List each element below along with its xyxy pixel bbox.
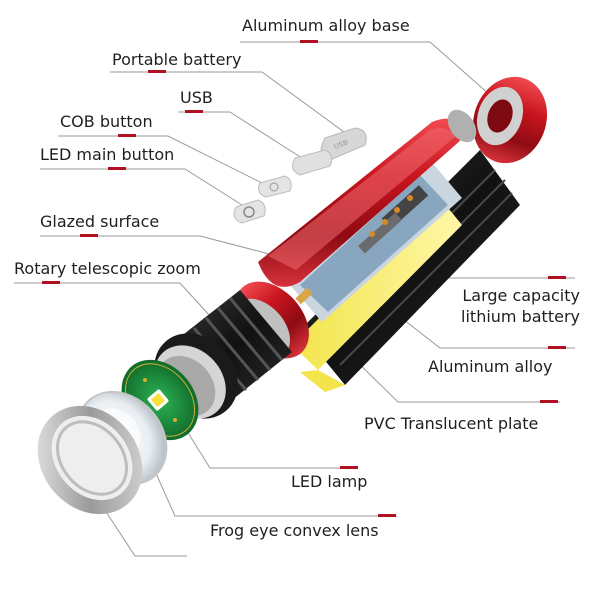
label-cob-button: COB button	[60, 112, 153, 131]
led-chip-icon	[147, 389, 169, 411]
leader-aluminum-alloy-base	[240, 41, 491, 96]
label-rotary-telescopic-zoom: Rotary telescopic zoom	[14, 259, 201, 278]
label-aluminum-alloy: Aluminum alloy	[428, 357, 553, 376]
usb-port-cover	[291, 149, 333, 176]
lithium-battery	[290, 160, 462, 322]
pvc-translucent-plate	[292, 198, 462, 392]
leader-cob-button	[58, 135, 273, 189]
label-aluminum-alloy-base: Aluminum alloy base	[242, 16, 410, 35]
label-pvc-translucent-plate: PVC Translucent plate	[364, 414, 539, 433]
front-bezel-ring	[37, 405, 143, 515]
label-usb: USB	[180, 88, 213, 107]
leader-led-lamp	[174, 411, 357, 469]
leader-frog-eye-lens-lower	[94, 494, 187, 557]
label-led-main-button: LED main button	[40, 145, 175, 164]
leader-frog-eye-lens	[149, 459, 397, 517]
label-glazed-surface: Glazed surface	[40, 212, 160, 231]
leader-led-main-button	[40, 168, 251, 211]
red-tick-marks	[42, 40, 566, 517]
leader-usb	[178, 111, 306, 161]
cob-button	[258, 175, 292, 198]
portable-battery-cover: USB	[320, 127, 367, 161]
label-large-capacity-lithium-battery: Large capacity lithium battery	[420, 285, 580, 327]
label-large-capacity-line2: lithium battery	[461, 307, 580, 326]
led-main-button	[233, 199, 266, 224]
label-large-capacity-line1: Large capacity	[462, 286, 580, 305]
red-shell-cover	[258, 109, 477, 287]
label-frog-eye-convex-lens: Frog eye convex lens	[210, 521, 379, 540]
label-led-lamp: LED lamp	[291, 472, 368, 491]
aluminum-alloy-base	[472, 76, 548, 164]
label-portable-battery: Portable battery	[112, 50, 242, 69]
